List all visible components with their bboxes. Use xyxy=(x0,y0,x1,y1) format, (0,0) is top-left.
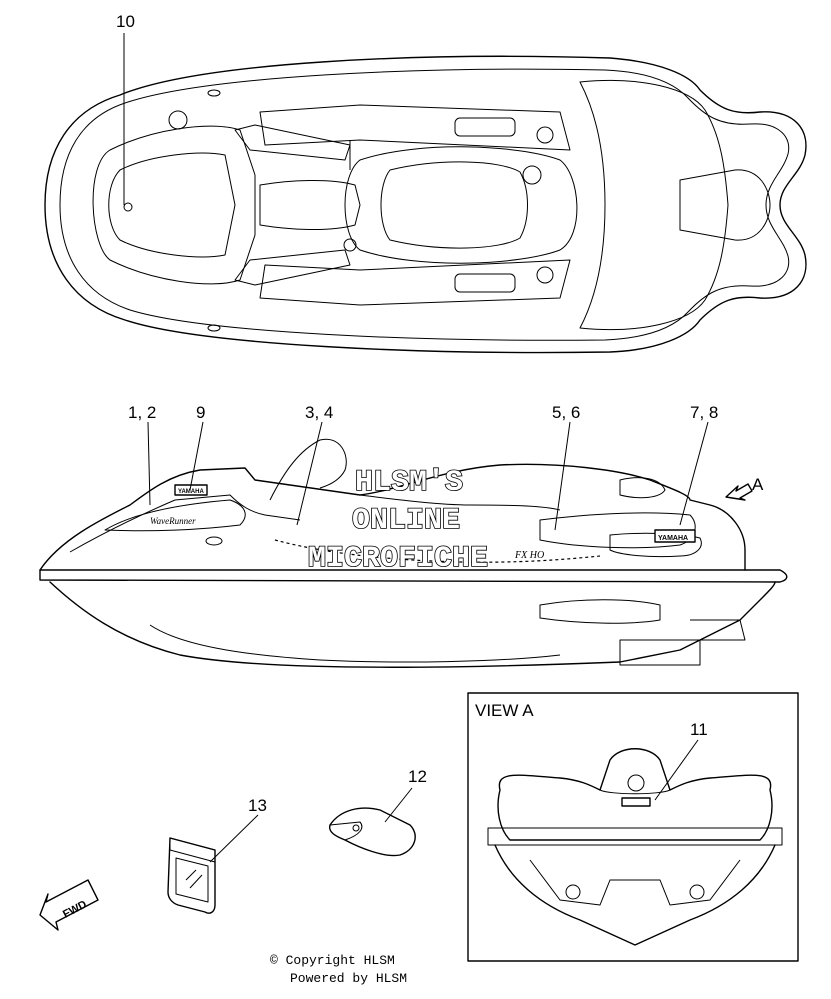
callout-13: 13 xyxy=(248,796,267,815)
leader-13 xyxy=(209,814,259,863)
leader-12 xyxy=(384,787,413,823)
leader-3-4 xyxy=(296,421,323,526)
view-a-arrow-icon xyxy=(725,483,753,501)
leader-1-2 xyxy=(147,421,151,506)
watermark-line-3: MICROFICHE xyxy=(308,542,488,576)
callout-7-8: 7, 8 xyxy=(690,403,718,422)
side-decal-model: WaveRunner xyxy=(150,516,196,526)
view-a-decal xyxy=(621,797,651,807)
side-decal-model-2: FX HO xyxy=(514,550,544,561)
footer-copyright: © Copyright HLSM xyxy=(270,953,395,968)
side-view-hull: WaveRunner YAMAHA YAMAHA FX HO xyxy=(39,438,788,669)
rear-decal-logo xyxy=(654,529,696,543)
callout-11: 11 xyxy=(690,720,708,739)
view-a-title: VIEW A xyxy=(475,701,534,720)
callout-1-2: 1, 2 xyxy=(128,403,156,422)
view-a-rear-hull xyxy=(487,748,783,946)
part-13-registration-holder xyxy=(167,837,216,914)
watermark: HLSM'S ONLINE MICROFICHE xyxy=(307,465,489,577)
callout-3-4: 3, 4 xyxy=(305,403,333,422)
side-decal-brand: YAMAHA xyxy=(178,489,204,495)
part-12-pouch xyxy=(328,807,416,857)
fwd-arrow-icon: FWD xyxy=(39,879,99,931)
leader-7-8 xyxy=(679,421,709,526)
watermark-line-1: HLSM'S xyxy=(355,466,463,500)
callout-12: 12 xyxy=(408,767,427,786)
callout-A: A xyxy=(752,475,764,494)
callout-5-6: 5, 6 xyxy=(552,403,580,422)
rear-decal-brand: YAMAHA xyxy=(658,535,688,542)
leader-11 xyxy=(654,739,699,801)
leader-5-6 xyxy=(554,421,571,531)
footer-powered: Powered by HLSM xyxy=(290,971,407,986)
callout-9: 9 xyxy=(196,403,205,422)
callout-10: 10 xyxy=(116,12,135,31)
leader-9 xyxy=(189,421,204,491)
watermark-line-2: ONLINE xyxy=(352,504,460,538)
view-a-frame xyxy=(467,692,799,962)
top-view-hull xyxy=(44,55,807,354)
